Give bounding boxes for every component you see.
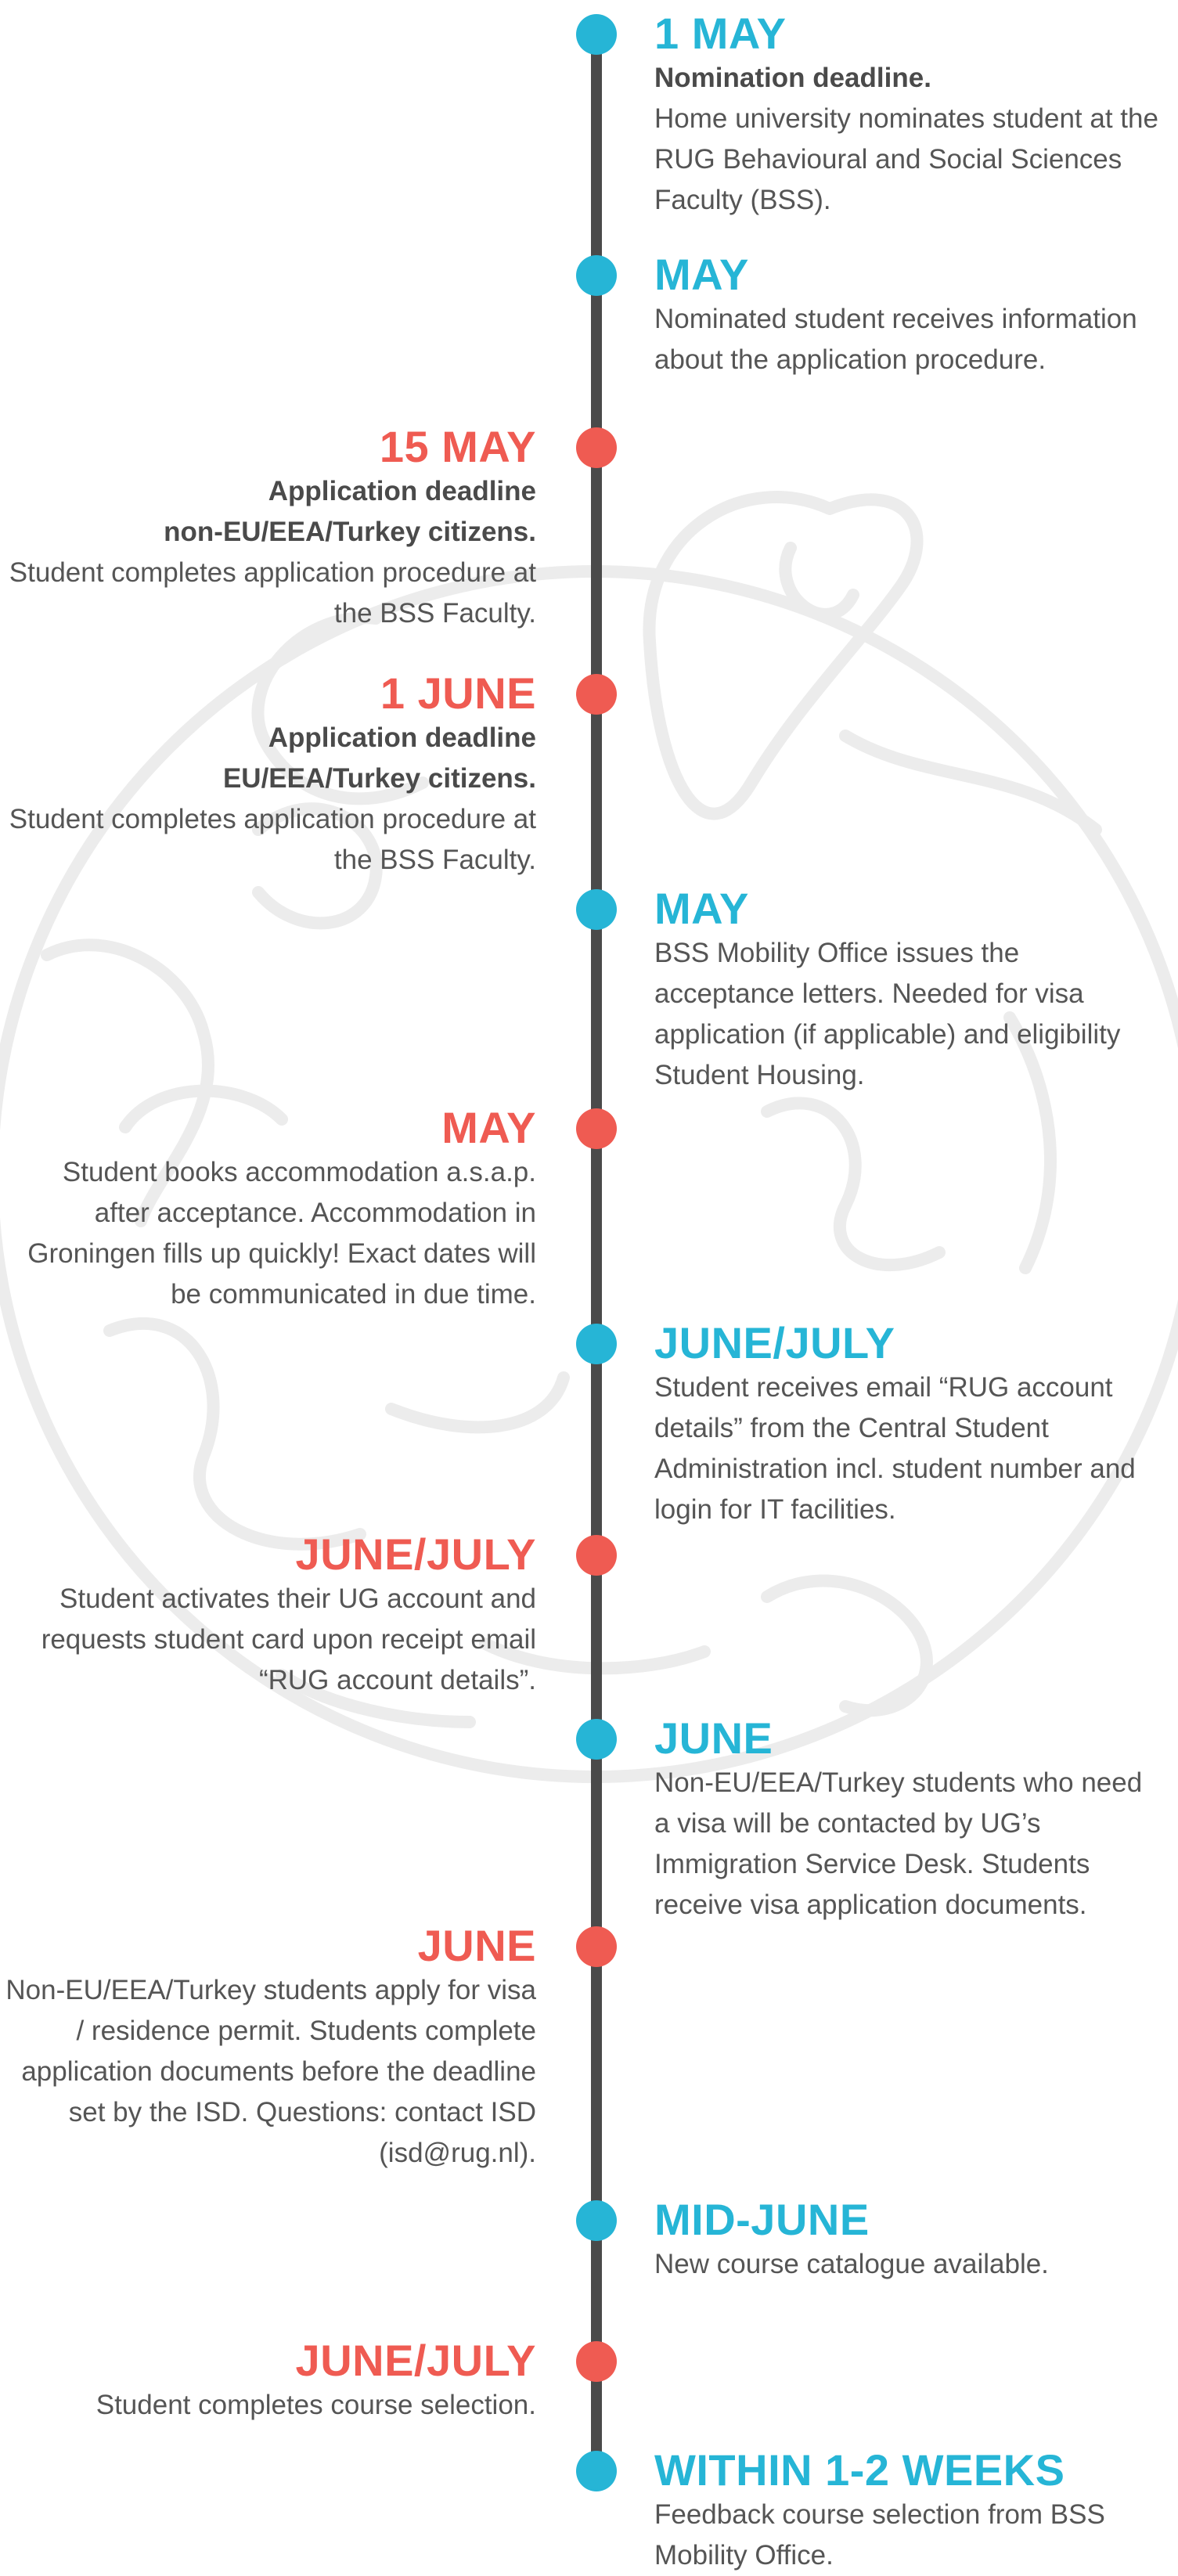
event-date: JUNE [654, 1713, 773, 1763]
timeline-event: MAY BSS Mobility Office issues the accept… [654, 884, 1163, 1096]
event-date: 1 MAY [654, 9, 787, 58]
event-headline: Application deadline [268, 476, 536, 506]
event-date: 1 JUNE [380, 668, 536, 718]
timeline-dot [576, 2200, 617, 2241]
event-description: Student receives email “RUG account deta… [654, 1372, 1136, 1525]
event-date: JUNE/JULY [295, 1529, 536, 1579]
timeline-event: 1 MAY Nomination deadline. Home university… [654, 9, 1163, 221]
timeline-dot [576, 427, 617, 468]
timeline-dot [576, 14, 617, 55]
event-date: WITHIN 1-2 WEEKS [654, 2445, 1065, 2495]
timeline-dot [576, 2451, 617, 2491]
event-date: MID-JUNE [654, 2195, 870, 2244]
timeline-event: MID-JUNE New course catalogue available. [654, 2196, 1163, 2285]
timeline-event: 15 MAY Application deadline non-EU/EEA/Tur… [4, 423, 536, 634]
timeline-line [591, 31, 602, 2473]
event-description: New course catalogue available. [654, 2249, 1049, 2279]
timeline-event: JUNE Non-EU/EEA/Turkey students apply for… [4, 1922, 536, 2174]
event-description: Student completes application procedure … [9, 557, 536, 629]
event-headline: Application deadline [268, 722, 536, 753]
timeline-event: MAY Nominated student receives informatio… [654, 250, 1163, 380]
timeline-event: MAY Student books accommodation a.s.a.p. … [4, 1104, 536, 1315]
event-date: MAY [654, 884, 749, 933]
event-headline: Nomination deadline. [654, 63, 931, 93]
timeline-dot [576, 1926, 617, 1967]
event-description: Feedback course selection from BSS Mobil… [654, 2499, 1105, 2571]
timeline-dot [576, 255, 617, 296]
timeline-dot [576, 674, 617, 715]
event-description: Student activates their UG account and r… [41, 1583, 536, 1695]
event-description: Student completes course selection. [95, 2390, 536, 2420]
timeline-dot [576, 1535, 617, 1576]
event-description: Student books accommodation a.s.a.p. aft… [27, 1157, 536, 1310]
timeline-dot [576, 1719, 617, 1760]
event-date: JUNE/JULY [295, 2336, 536, 2385]
event-date: MAY [654, 250, 749, 299]
timeline-dot [576, 889, 617, 930]
event-description: Non-EU/EEA/Turkey students apply for vis… [5, 1975, 536, 2168]
timeline-dot [576, 1108, 617, 1149]
event-description: Home university nominates student at the… [654, 103, 1158, 215]
event-description: Student completes application procedure … [9, 804, 536, 875]
timeline-dot [576, 2341, 617, 2382]
event-date: JUNE/JULY [654, 1318, 895, 1367]
event-headline: non-EU/EEA/Turkey citizens. [164, 517, 536, 547]
event-description: BSS Mobility Office issues the acceptanc… [654, 938, 1121, 1090]
event-description: Non-EU/EEA/Turkey students who need a vi… [654, 1767, 1143, 1920]
timeline-event: JUNE/JULY Student receives email “RUG acc… [654, 1319, 1163, 1530]
event-headline: EU/EEA/Turkey citizens. [222, 763, 536, 794]
event-date: MAY [441, 1103, 536, 1152]
event-date: 15 MAY [379, 422, 536, 471]
event-description: Nominated student receives information a… [654, 304, 1137, 375]
timeline-event: JUNE/JULY Student completes course select… [4, 2336, 536, 2426]
event-date: JUNE [417, 1921, 536, 1970]
timeline-dot [576, 1324, 617, 1364]
